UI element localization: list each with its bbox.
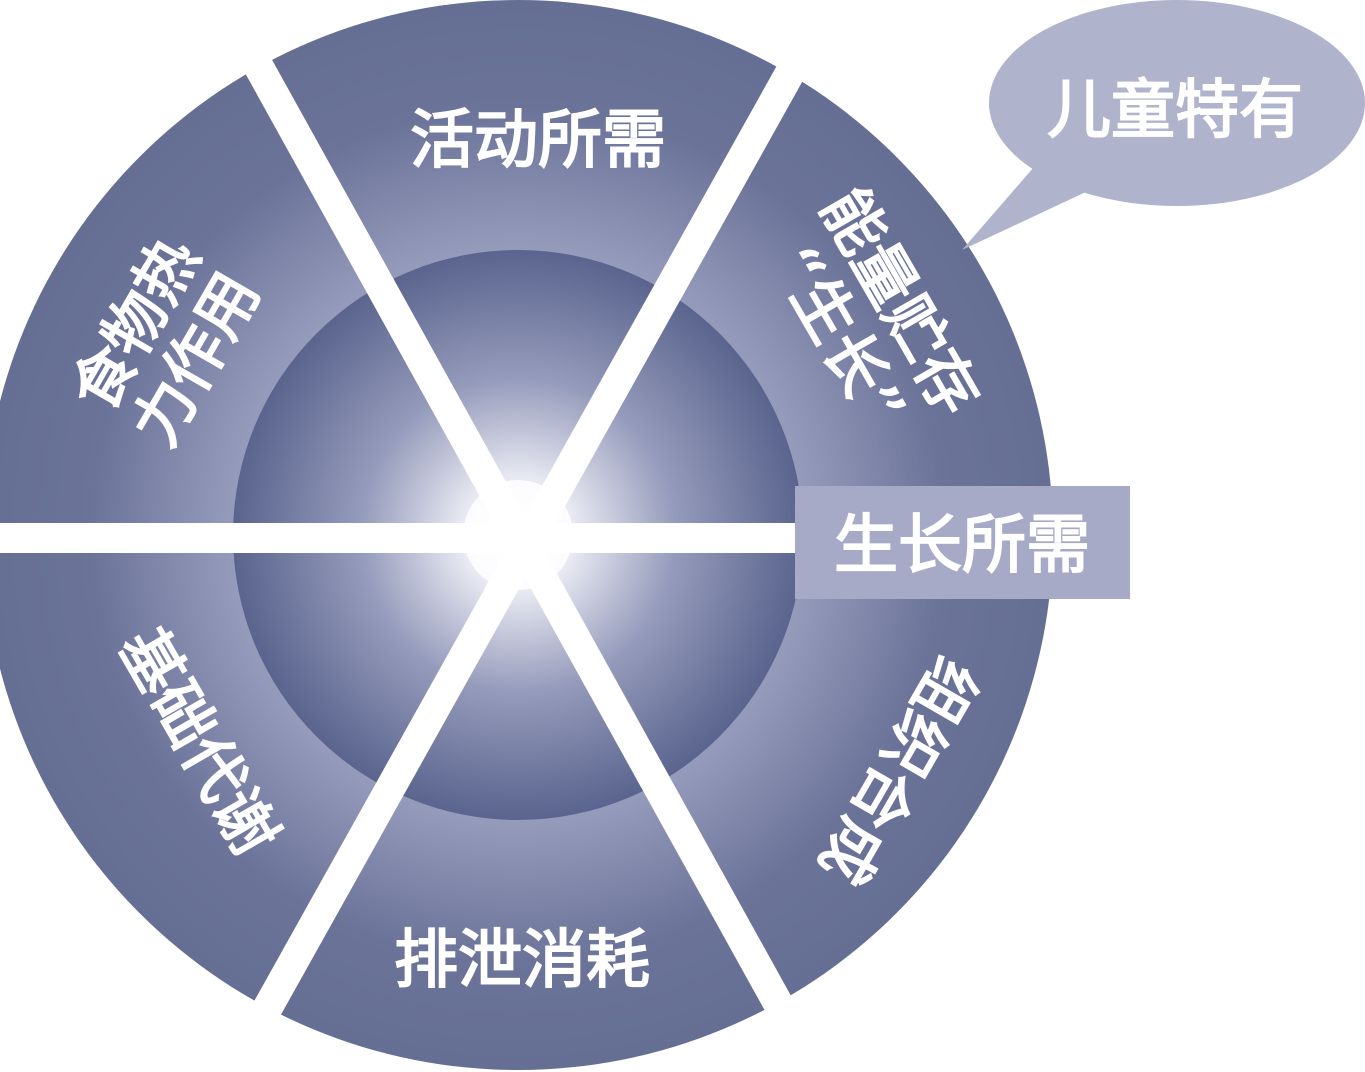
callout-ellipse (989, 0, 1365, 206)
callout-label: 儿童特有 (1047, 73, 1303, 148)
callout-tail (962, 160, 1090, 250)
growth-box-label: 生长所需 (834, 508, 1090, 583)
growth-box (795, 486, 1130, 599)
segment-activity-label: 活动所需 (410, 103, 666, 178)
segment-excretion-label: 排泄消耗 (394, 923, 650, 998)
callout-bubble: 儿童特有 (962, 0, 1365, 250)
center-glow (463, 480, 573, 590)
